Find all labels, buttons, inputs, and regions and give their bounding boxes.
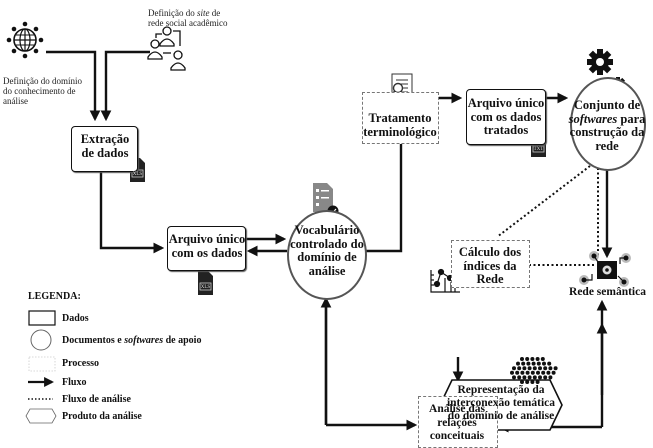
cluster-dot [532, 366, 537, 371]
cluster-dot [532, 375, 537, 380]
legend-item-analysis-flow: Fluxo de análise [62, 394, 131, 405]
vocabulary-label: Vocabulário controlado do domínio de aná… [290, 223, 364, 278]
legend-item-process: Processo [62, 358, 100, 369]
index-calculation-box[interactable] [451, 240, 530, 288]
cluster-dot [543, 375, 548, 380]
cluster-dot [510, 370, 514, 375]
cluster-dot [540, 357, 545, 361]
site-definition-label: Definição do site de rede social acadêmi… [148, 8, 228, 28]
dot-cluster-icon [510, 357, 558, 384]
cluster-dot [530, 357, 535, 361]
software-set-circle[interactable] [570, 77, 646, 171]
analysis-flow-software-to-indices [496, 165, 591, 238]
software-set-text-1: Conjunto de [573, 98, 641, 112]
legend-item-analysis-product: Produto da análise [62, 411, 142, 422]
cluster-dot [516, 361, 520, 366]
domain-definition-label: Definição do domínio do conhecimento de … [3, 76, 82, 106]
site-definition-text-2: de rede social acadêmico [148, 8, 228, 28]
legend-shapes [25, 310, 57, 424]
representation-label: Representação da interconexão temática d… [446, 384, 556, 422]
cluster-dot [538, 366, 542, 371]
software-set-text-2: para construção da rede [569, 111, 646, 153]
txt-badge-treated-file: TXT [533, 147, 544, 152]
cluster-dot [512, 375, 516, 380]
legend-documents-em: softwares [124, 335, 164, 346]
cluster-dot [553, 366, 558, 371]
cluster-dot [538, 375, 542, 380]
treated-file-box[interactable] [466, 89, 546, 145]
cluster-dot [520, 357, 524, 361]
treated-file-label: Arquivo único com os dados tratados [467, 96, 545, 137]
cluster-dot [551, 370, 556, 375]
cluster-dot [527, 375, 532, 380]
legend-item-data: Dados [62, 313, 89, 324]
people-network-icon [147, 26, 186, 71]
cluster-dot [522, 375, 527, 380]
xls-badge-extraction: XLS [132, 172, 143, 177]
flow-vocabulary-to-treatment [366, 118, 407, 253]
cluster-dot [512, 366, 516, 371]
term-treatment-label: Tratamento terminológico [363, 111, 437, 139]
software-set-label: Conjunto de softwares para construção da… [567, 98, 647, 153]
cluster-dot [546, 370, 551, 375]
cluster-dot [515, 370, 520, 375]
flow-extraction-to-file [99, 172, 165, 254]
cluster-dot [526, 361, 531, 366]
site-definition-text-1: Definição do [148, 8, 197, 18]
index-calculation-label: Cálculo dos índices da Rede [458, 245, 522, 286]
term-treatment-box[interactable] [362, 92, 439, 144]
cluster-dot [521, 361, 526, 366]
line-chart-icon [430, 267, 460, 293]
legend-documents-text-2: de apoio [163, 335, 202, 346]
flow-site-to-extraction [100, 50, 150, 122]
cluster-dot [517, 375, 522, 380]
cluster-dot [535, 357, 540, 361]
cluster-dot [525, 357, 530, 361]
cluster-dot [525, 370, 530, 375]
flow-domain-to-extraction [46, 50, 101, 122]
relations-analysis-label: Análise das relações conceituais [429, 403, 485, 442]
cluster-dot [535, 380, 540, 384]
site-definition-em: site [196, 8, 210, 18]
cluster-dot [531, 361, 536, 366]
cluster-dot [547, 361, 552, 366]
data-extraction-label: Extração de dados [80, 132, 130, 160]
chip-network-icon [579, 251, 631, 287]
cluster-dot [536, 361, 541, 366]
cluster-dot [541, 370, 546, 375]
cluster-dot [525, 380, 530, 384]
cluster-dot [527, 366, 532, 371]
cluster-dot [517, 366, 522, 371]
single-file-label: Arquivo único com os dados [168, 232, 246, 260]
legend-title: LEGENDA: [28, 291, 81, 302]
globe-network-icon [6, 21, 44, 59]
vocabulary-circle[interactable] [287, 210, 367, 300]
cluster-dot [520, 380, 524, 384]
single-file-box[interactable] [167, 226, 246, 271]
legend-documents-text-1: Documentos e [62, 335, 125, 346]
relations-analysis-box[interactable] [418, 396, 498, 448]
cluster-dot [542, 361, 546, 366]
legend-item-flow: Fluxo [62, 377, 87, 388]
cluster-dot [522, 366, 527, 371]
data-extraction-box[interactable] [71, 126, 138, 172]
cluster-dot [530, 370, 535, 375]
cluster-dot [548, 375, 553, 380]
cluster-dot [536, 370, 540, 375]
cluster-dot [548, 366, 553, 371]
semantic-network-label: Rede semântica [569, 286, 646, 298]
xls-file-icon [198, 271, 213, 295]
cluster-dot [520, 370, 525, 375]
xls-badge-single-file: XLS [200, 285, 211, 290]
software-set-em: softwares [568, 111, 618, 126]
cluster-dot [530, 380, 535, 384]
cluster-dot [543, 366, 548, 371]
legend-item-documents: Documentos e softwares de apoio [62, 335, 201, 346]
